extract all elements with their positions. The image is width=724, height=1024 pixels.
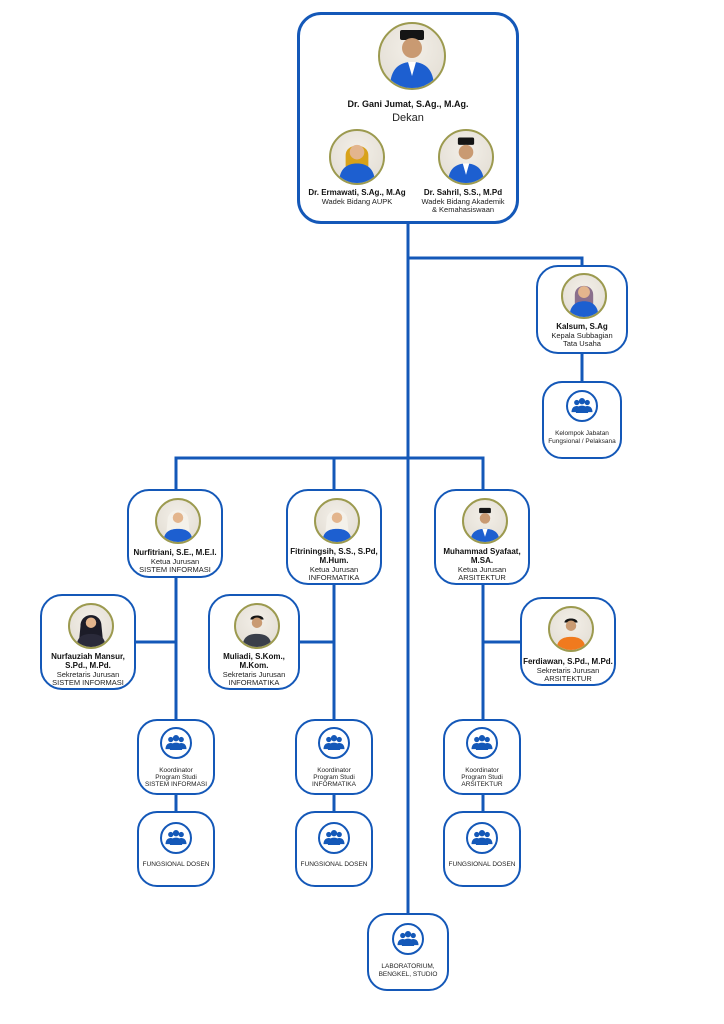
si-ketua-photo — [155, 498, 201, 544]
si-fungsional-dosen-box: FUNGSIONAL DOSEN — [137, 811, 215, 887]
si-ketua-dept: SISTEM INFORMASI — [139, 565, 211, 574]
dekan-name: Dr. Gani Jumat, S.Ag., M.Ag. — [347, 99, 469, 109]
ars-sekretaris-photo — [548, 606, 594, 652]
inf-sekretaris-name-line1: Muliadi, S.Kom., — [223, 652, 285, 661]
inf-sekretaris-photo — [234, 603, 280, 649]
tata-usaha-name: Kalsum, S.Ag — [556, 322, 608, 331]
ars-sekretaris-dept: ARSITEKTUR — [544, 674, 592, 683]
si-sekretaris-role: Sekretaris Jurusan — [56, 670, 120, 679]
people-group-icon — [392, 923, 424, 955]
people-group-icon — [466, 727, 498, 759]
inf-koord-dept: INFORMATIKA — [312, 781, 356, 788]
fungsional-pelaksana-line2: Fungsional / Pelaksana — [548, 438, 616, 445]
inf-ketua-name-line2: M.Hum. — [319, 556, 349, 565]
ars-ketua-name-line1: Muhammad Syafaat, — [443, 547, 521, 556]
wadek-akademik-role-line1: Wadek Bidang Akademik — [421, 197, 505, 206]
inf-fungsional-dosen-box: FUNGSIONAL DOSEN — [295, 811, 373, 887]
people-group-icon — [466, 822, 498, 854]
si-sekretaris-photo — [68, 603, 114, 649]
laboratorium-box: LABORATORIUM, BENGKEL, STUDIO — [367, 913, 449, 991]
ars-fungsional-dosen-box: FUNGSIONAL DOSEN — [443, 811, 521, 887]
si-koord-line2: Program Studi — [155, 774, 197, 781]
inf-ketua-name-line1: Fitriningsih, S.S., S.Pd, — [290, 547, 378, 556]
inf-sekretaris-dept: INFORMATIKA — [228, 678, 280, 687]
si-sekretaris-box: Nurfauziah Mansur, S.Pd., M.Pd. Sekretar… — [40, 594, 136, 690]
si-ketua-role: Ketua Jurusan — [150, 557, 200, 566]
wadek-akademik-name: Dr. Sahril, S.S., M.Pd — [423, 188, 503, 197]
people-group-icon — [160, 822, 192, 854]
people-group-icon — [318, 727, 350, 759]
inf-ketua-box: Fitriningsih, S.S., S.Pd, M.Hum. Ketua J… — [286, 489, 382, 585]
inf-sekretaris-role: Sekretaris Jurusan — [222, 670, 286, 679]
people-group-icon — [566, 390, 598, 422]
ars-ketua-photo — [462, 498, 508, 544]
wadek-aupk-name: Dr. Ermawati, S.Ag., M.Ag — [308, 188, 406, 197]
ars-sekretaris-box: Ferdiawan, S.Pd., M.Pd. Sekretaris Jurus… — [520, 597, 616, 686]
si-sekretaris-name-line2: S.Pd., M.Pd. — [65, 661, 111, 670]
inf-koord-line2: Program Studi — [313, 774, 355, 781]
ars-ketua-name-line2: M.SA. — [470, 556, 494, 565]
ars-koord-box: Koordinator Program Studi ARSITEKTUR — [443, 719, 521, 795]
people-group-icon — [318, 822, 350, 854]
laboratorium-line1: LABORATORIUM, — [381, 963, 435, 970]
ars-fungsional-dosen-label: FUNGSIONAL DOSEN — [448, 861, 516, 868]
si-ketua-name: Nurfitriani, S.E., M.E.I. — [133, 548, 217, 557]
si-koord-dept: SISTEM INFORMASI — [144, 781, 208, 788]
inf-ketua-role: Ketua Jurusan — [309, 565, 359, 574]
wadek-aupk-role: Wadek Bidang AUPK — [321, 197, 393, 206]
fungsional-pelaksana-box: Kelompok Jabatan Fungsional / Pelaksana — [542, 381, 622, 459]
dekan-role: Dekan — [392, 112, 424, 124]
ars-koord-line2: Program Studi — [461, 774, 503, 781]
ars-koord-dept: ARSITEKTUR — [461, 781, 503, 788]
si-fungsional-dosen-label: FUNGSIONAL DOSEN — [142, 861, 210, 868]
si-sekretaris-dept: SISTEM INFORMASI — [52, 678, 124, 687]
si-sekretaris-name-line1: Nurfauziah Mansur, — [51, 652, 125, 661]
tata-usaha-photo — [561, 273, 607, 319]
wadek-aupk-photo — [329, 129, 385, 185]
people-group-icon — [160, 727, 192, 759]
tata-usaha-role-line1: Kepala Subbagian — [551, 331, 613, 340]
ars-sekretaris-role: Sekretaris Jurusan — [536, 666, 600, 675]
tata-usaha-role-line2: Tata Usaha — [563, 339, 601, 348]
dekan-box: Dr. Gani Jumat, S.Ag., M.Ag. Dekan Dr. E… — [297, 12, 519, 224]
fungsional-pelaksana-line1: Kelompok Jabatan — [555, 430, 609, 437]
ars-koord-line1: Koordinator — [465, 767, 499, 774]
si-koord-box: Koordinator Program Studi SISTEM INFORMA… — [137, 719, 215, 795]
ars-sekretaris-name: Ferdiawan, S.Pd., M.Pd. — [523, 657, 613, 666]
inf-ketua-dept: INFORMATIKA — [308, 573, 360, 582]
inf-ketua-photo — [314, 498, 360, 544]
inf-koord-line1: Koordinator — [317, 767, 351, 774]
inf-fungsional-dosen-label: FUNGSIONAL DOSEN — [300, 861, 368, 868]
tata-usaha-box: Kalsum, S.Ag Kepala Subbagian Tata Usaha — [536, 265, 628, 354]
inf-sekretaris-name-line2: M.Kom. — [239, 661, 269, 670]
wadek-akademik-photo — [438, 129, 494, 185]
ars-ketua-dept: ARSITEKTUR — [458, 573, 506, 582]
wadek-akademik-role-line2: & Kemahasiswaan — [431, 205, 495, 214]
si-ketua-box: Nurfitriani, S.E., M.E.I. Ketua Jurusan … — [127, 489, 223, 578]
ars-ketua-role: Ketua Jurusan — [457, 565, 507, 574]
ars-ketua-box: Muhammad Syafaat, M.SA. Ketua Jurusan AR… — [434, 489, 530, 585]
laboratorium-line2: BENGKEL, STUDIO — [378, 971, 438, 978]
inf-sekretaris-box: Muliadi, S.Kom., M.Kom. Sekretaris Jurus… — [208, 594, 300, 690]
inf-koord-box: Koordinator Program Studi INFORMATIKA — [295, 719, 373, 795]
dekan-photo — [378, 22, 446, 90]
si-koord-line1: Koordinator — [159, 767, 193, 774]
